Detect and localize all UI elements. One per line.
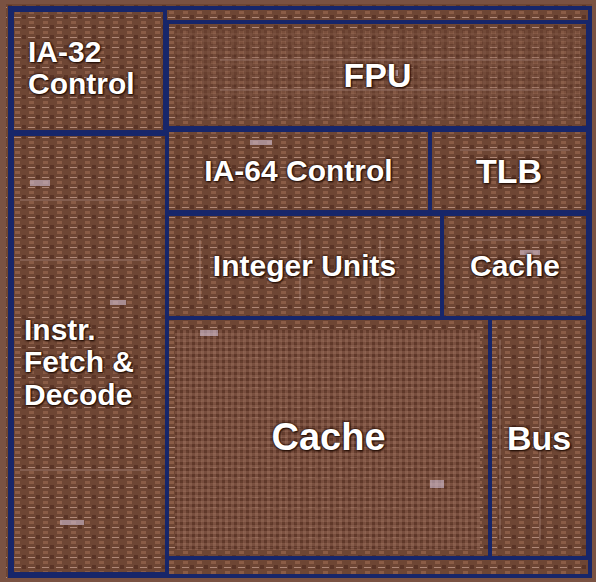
- die-region: Cache: [440, 212, 590, 320]
- die-region: Instr. Fetch & Decode: [10, 132, 169, 576]
- region-label: FPU: [177, 57, 578, 94]
- die-region: IA-32 Control: [10, 8, 167, 134]
- region-label: IA-64 Control: [177, 155, 420, 187]
- die-region: Cache: [165, 316, 492, 560]
- region-label: IA-32 Control: [28, 36, 149, 101]
- region-label: Bus: [498, 420, 580, 457]
- die-region: FPU: [165, 20, 590, 130]
- die-region: Bus: [488, 316, 590, 560]
- die-region: IA-64 Control: [165, 128, 432, 214]
- die-region: Integer Units: [165, 212, 444, 320]
- die-region: TLB: [428, 128, 590, 214]
- region-label: TLB: [440, 153, 578, 190]
- region-label: Instr. Fetch & Decode: [24, 314, 155, 411]
- region-label: Integer Units: [177, 250, 432, 282]
- region-label: Cache: [452, 250, 578, 282]
- region-label: Cache: [177, 417, 480, 458]
